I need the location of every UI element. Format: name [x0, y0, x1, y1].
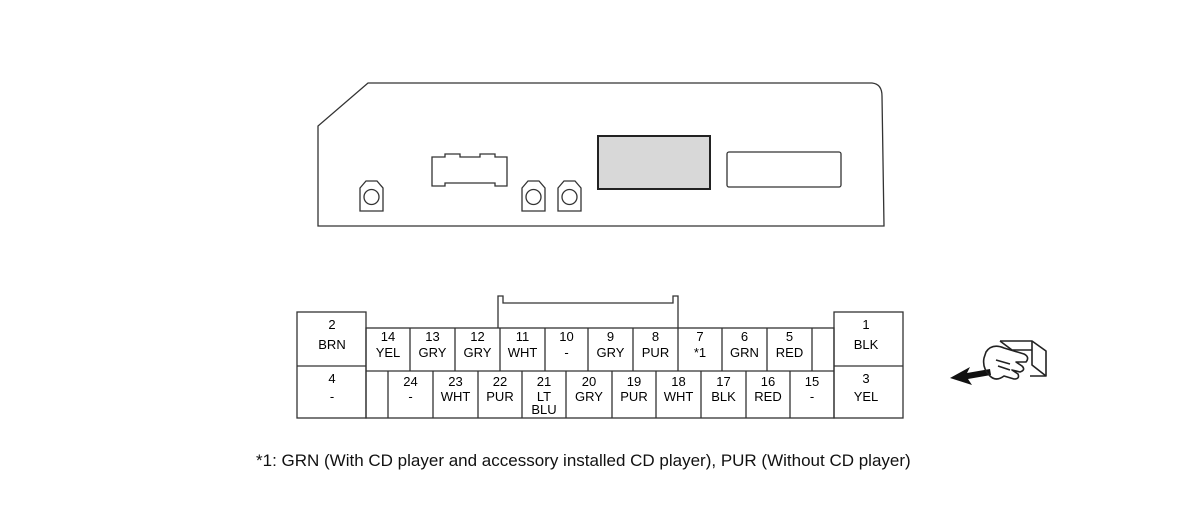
- pin-color: GRN: [730, 345, 759, 360]
- round-connector-left: [359, 180, 384, 212]
- arrow-icon: [950, 367, 991, 385]
- housing-inner-slot: [431, 153, 508, 187]
- pin-number: 18: [671, 374, 685, 389]
- pin-number: 5: [786, 329, 793, 344]
- pin-color: YEL: [376, 345, 401, 360]
- pin-color: BLK: [854, 337, 879, 352]
- pin-number: 7: [696, 329, 703, 344]
- footnote: *1: GRN (With CD player and accessory in…: [256, 451, 911, 470]
- pin-color: WHT: [441, 389, 471, 404]
- connector-body: [296, 295, 904, 419]
- pin-grid-dividers: [387, 328, 813, 418]
- pin-number: 22: [493, 374, 507, 389]
- pin-number: 20: [582, 374, 596, 389]
- pin-color: -: [810, 389, 814, 404]
- pin-color: BRN: [318, 337, 345, 352]
- pin-number: 14: [381, 329, 395, 344]
- pin-number: 15: [805, 374, 819, 389]
- pin-number: 16: [761, 374, 775, 389]
- pin-color: PUR: [486, 389, 513, 404]
- pin-number: 8: [652, 329, 659, 344]
- pin-color: -: [564, 345, 568, 360]
- pin-number: 24: [403, 374, 417, 389]
- pin-number: 19: [627, 374, 641, 389]
- pin-number: 21: [537, 374, 551, 389]
- pin-color: RED: [754, 389, 781, 404]
- pin-color: BLU: [531, 402, 556, 417]
- pin-color: BLK: [711, 389, 736, 404]
- pin-number: 11: [516, 329, 530, 344]
- pin-number: 13: [425, 329, 439, 344]
- pin-number: 17: [716, 374, 730, 389]
- pin-color: YEL: [854, 389, 879, 404]
- pin-color: PUR: [620, 389, 647, 404]
- pin-color: GRY: [597, 345, 625, 360]
- side-slot: [726, 151, 842, 188]
- pin-color: GRY: [575, 389, 603, 404]
- pin-number: 12: [470, 329, 484, 344]
- pin-color: RED: [776, 345, 803, 360]
- pin-number: 2: [328, 317, 335, 332]
- pin-color: LT: [537, 389, 551, 404]
- front-view-hand-icon: [982, 340, 1047, 380]
- pin-grid: [365, 327, 835, 419]
- pin-number: 9: [607, 329, 614, 344]
- pin-color: GRY: [464, 345, 492, 360]
- pin-color: -: [330, 389, 334, 404]
- connector-lock-tab: [497, 295, 679, 328]
- round-connector-mid-left: [521, 180, 546, 212]
- pin-number: 1: [862, 317, 869, 332]
- housing-outline: [317, 82, 885, 227]
- pin-number: 23: [448, 374, 462, 389]
- pin-color: PUR: [642, 345, 669, 360]
- pin-color: WHT: [508, 345, 538, 360]
- pin-color: GRY: [419, 345, 447, 360]
- pin-color: -: [408, 389, 412, 404]
- round-connector-mid-right: [557, 180, 582, 212]
- pin-color: WHT: [664, 389, 694, 404]
- pin-labels: 14YEL13GRY12GRY11WHT10-9GRY8PUR7*16GRN5R…: [376, 329, 820, 417]
- pin-color: *1: [694, 345, 706, 360]
- pin-number: 3: [862, 371, 869, 386]
- pin-number: 4: [328, 371, 335, 386]
- pin-number: 6: [741, 329, 748, 344]
- display-window: [597, 135, 711, 190]
- audio-unit-housing: [317, 82, 885, 227]
- wide-pin-labels: 2 BRN 1 BLK 4 - 3 YEL: [318, 317, 878, 404]
- pin-number: 10: [559, 329, 573, 344]
